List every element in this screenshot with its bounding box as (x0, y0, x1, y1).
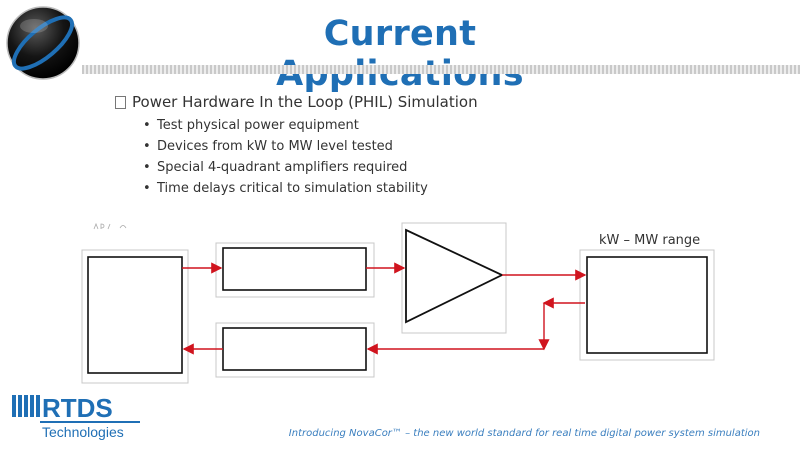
simulator-box (87, 256, 183, 374)
bullet-list: Power Hardware In the Loop (PHIL) Simula… (115, 93, 478, 199)
sub-bullet: Devices from kW to MW level tested (143, 136, 478, 157)
sub-bullet: Time delays critical to simulation stabi… (143, 178, 478, 199)
output-interface-box (222, 247, 367, 291)
main-bullet: Power Hardware In the Loop (PHIL) Simula… (115, 93, 478, 111)
sub-bullet-list: Test physical power equipment Devices fr… (143, 115, 478, 199)
range-label: kW – MW range (599, 233, 701, 248)
bullet-checkbox-icon (115, 95, 126, 109)
input-interface-box (222, 327, 367, 371)
device-under-test-box (586, 256, 708, 354)
amplifier-frame (401, 222, 507, 334)
slide-title: Current Applications (276, 14, 524, 94)
main-bullet-text: Power Hardware In the Loop (PHIL) Simula… (132, 93, 478, 111)
clipped-text-remnant (93, 222, 127, 230)
amplifier-triangle (405, 228, 505, 324)
rtds-logo: RTDS Technologies (12, 393, 140, 440)
footer-tagline: Introducing NovaCor™ – the new world sta… (288, 428, 760, 439)
sub-bullet: Test physical power equipment (143, 115, 478, 136)
device-under-test-frame (579, 249, 715, 361)
title-rule (82, 65, 800, 74)
simulator-box-frame (81, 249, 189, 384)
svg-text:RTDS: RTDS (42, 393, 113, 423)
svg-text:Technologies: Technologies (42, 424, 124, 440)
sub-bullet: Special 4-quadrant amplifiers required (143, 157, 478, 178)
phil-block-diagram (81, 222, 715, 384)
orb-logo-icon (6, 6, 80, 80)
